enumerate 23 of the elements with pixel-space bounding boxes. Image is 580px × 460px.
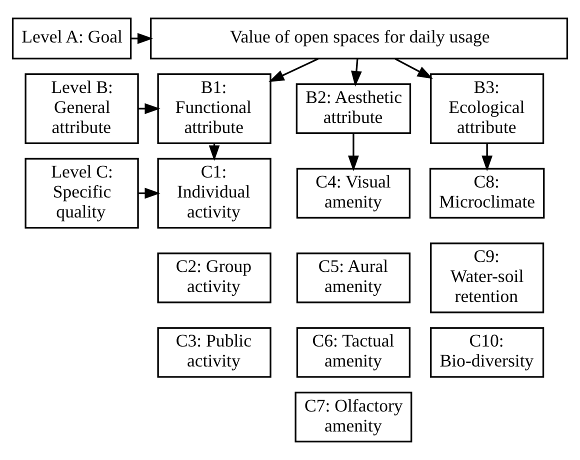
arrow: [351, 58, 362, 87]
node-box: C1: Individual activity: [157, 158, 272, 229]
arrow: [268, 58, 319, 82]
node-box: B1: Functional attribute: [157, 73, 272, 144]
node-box: Level C: Specific quality: [24, 158, 139, 229]
arrow: [394, 58, 433, 79]
node-box: Level B: General attribute: [24, 73, 139, 144]
arrow: [482, 143, 493, 172]
node-box: Level A: Goal: [12, 18, 132, 60]
node-box: C7: Olfactory amenity: [294, 392, 412, 442]
node-box: C8: Microclimate: [429, 168, 545, 219]
node-box: C4: Visual amenity: [296, 168, 411, 219]
node-box: C6: Tactual amenity: [296, 327, 411, 378]
node-box: C3: Public activity: [157, 327, 272, 378]
node-box: B2: Aesthetic attribute: [296, 83, 412, 134]
node-box: C10: Bio-diversity: [430, 327, 544, 378]
node-box: C2: Group activity: [157, 252, 272, 304]
node-box: B3: Ecological attribute: [430, 73, 544, 144]
node-box: C5: Aural amenity: [296, 252, 411, 304]
arrow: [130, 33, 154, 44]
node-box: C9: Water-soil retention: [430, 242, 544, 314]
node-box: Value of open spaces for daily usage: [150, 18, 568, 60]
arrow: [348, 133, 359, 172]
